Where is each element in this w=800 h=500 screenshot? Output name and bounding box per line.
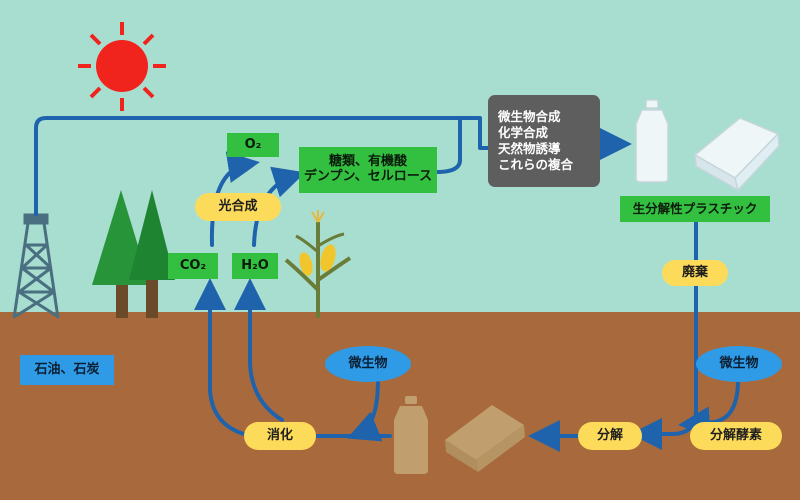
decomposing-enzymes-label: 分解酵素	[690, 422, 782, 450]
oil-coal-label: 石油、石炭	[20, 355, 114, 385]
arrow-sugars-to-synthesis	[435, 116, 462, 174]
sugars-box: 糖類、有機酸 デンプン、セルロース	[299, 147, 437, 193]
photosynthesis-label: 光合成	[195, 193, 281, 221]
arrow-co2-to-o2	[209, 151, 260, 247]
microbe-left-label: 微生物	[325, 346, 411, 382]
decomposition-label: 分解	[578, 422, 642, 450]
microbe-right-label: 微生物	[696, 346, 782, 382]
disposal-label: 廃棄	[662, 260, 728, 286]
arrow-microbe-to-digestion	[346, 378, 383, 442]
h2o-label: H₂O	[232, 253, 278, 279]
tree-icon	[92, 190, 175, 318]
arrow-microbe-to-decomposition	[678, 378, 740, 439]
synthesis-line-1: 微生物合成	[498, 108, 561, 124]
sun-icon	[78, 22, 166, 111]
sugars-line-1: 糖類、有機酸	[328, 154, 407, 170]
oil-derrick-icon	[12, 213, 60, 319]
plastic-bottle-icon	[394, 396, 428, 474]
arrow-digestion-to-h2o	[234, 278, 284, 422]
plastic-bottle-icon	[635, 99, 669, 183]
co2-label: CO₂	[168, 253, 218, 279]
o2-label: O₂	[227, 133, 279, 157]
synthesis-box: 微生物合成 化学合成 天然物誘導 これらの複合	[488, 95, 600, 187]
synthesis-line-3: 天然物誘導	[498, 141, 561, 156]
corn-plant-icon	[284, 210, 352, 318]
flow-arrows	[34, 116, 740, 452]
arrow-digestion-to-co2	[194, 278, 246, 436]
digestion-label: 消化	[244, 422, 316, 450]
arrow-oil-to-synthesis	[34, 116, 472, 216]
biodegradable-plastic-label: 生分解性プラスチック	[620, 196, 770, 222]
arrow-into-synthesis	[468, 116, 490, 150]
synthesis-line-4: これらの複合	[498, 157, 574, 173]
plastic-tray-icon	[693, 117, 780, 192]
plastic-tray-icon	[445, 405, 525, 472]
synthesis-line-2: 化学合成	[498, 124, 549, 140]
sugars-line-2: デンプン、セルロース	[303, 169, 433, 184]
